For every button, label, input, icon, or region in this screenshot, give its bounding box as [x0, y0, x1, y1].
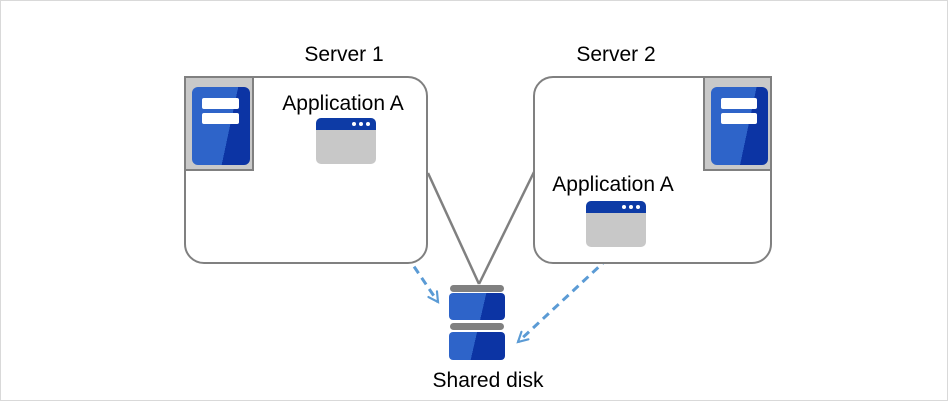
- server1-app-icon: [316, 118, 376, 164]
- server2-app-label: Application A: [552, 173, 674, 196]
- server-tower-icon: [711, 87, 768, 165]
- shared-disk-icon: [449, 285, 505, 361]
- server-tower-icon: [192, 87, 250, 165]
- app-window-titlebar: [586, 201, 646, 213]
- server1-icon: [184, 76, 254, 171]
- server2-icon: [703, 76, 772, 171]
- server-slot-bar: [721, 98, 757, 109]
- server2-label: Server 2: [576, 43, 656, 66]
- titlebar-dot: [352, 122, 356, 126]
- disk-cap: [450, 285, 504, 292]
- server-slot-bar: [721, 113, 757, 124]
- titlebar-dot: [359, 122, 363, 126]
- titlebar-dot: [366, 122, 370, 126]
- server1-to-disk-line: [426, 172, 481, 285]
- server1-app-label: Application A: [282, 92, 404, 115]
- disk-platter: [449, 293, 505, 320]
- titlebar-dot: [629, 205, 633, 209]
- app-window-titlebar: [316, 118, 376, 130]
- disk-cap: [450, 323, 504, 330]
- shared-disk-label: Shared disk: [432, 369, 544, 392]
- disk-platter: [449, 332, 505, 360]
- titlebar-dot: [622, 205, 626, 209]
- server-slot-bar: [202, 98, 239, 109]
- server1-label: Server 1: [304, 43, 384, 66]
- server2-to-disk-line: [477, 171, 536, 285]
- titlebar-dot: [636, 205, 640, 209]
- server-slot-bar: [202, 113, 239, 124]
- server2-app-icon: [586, 201, 646, 247]
